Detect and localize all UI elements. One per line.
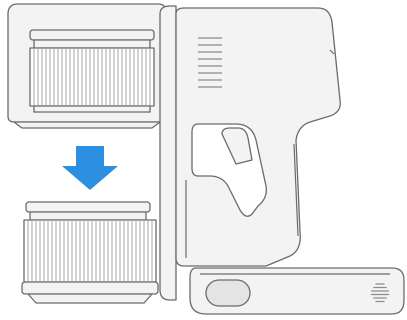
filter-icon (22, 202, 158, 303)
down-arrow-icon (62, 146, 118, 190)
filter-cover-assembly (8, 4, 166, 128)
vacuum-body-icon (160, 6, 404, 314)
battery-button (206, 280, 250, 306)
filter-inside-cap (30, 30, 154, 112)
cover-cap-lip (14, 122, 160, 128)
